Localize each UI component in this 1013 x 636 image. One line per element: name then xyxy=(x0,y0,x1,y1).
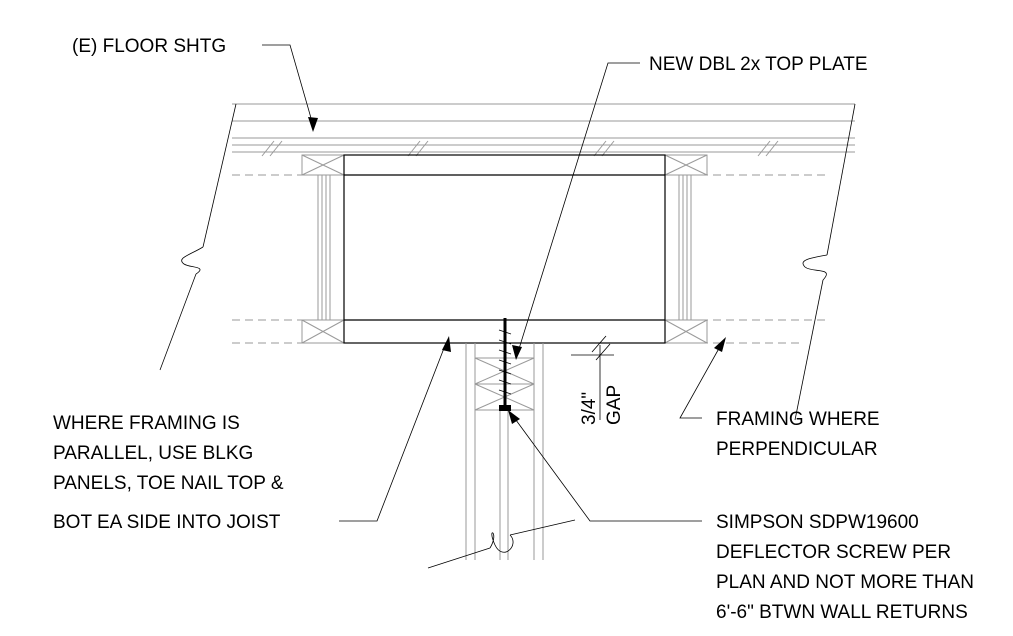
floor-sheathing xyxy=(232,103,855,157)
top-plate-label: NEW DBL 2x TOP PLATE xyxy=(649,54,868,75)
svg-text:SIMPSON SDPW19600: SIMPSON SDPW19600 xyxy=(716,512,919,533)
blocking-left xyxy=(301,154,345,344)
joist-section xyxy=(343,154,666,344)
svg-text:PANELS, TOE NAIL TOP &: PANELS, TOE NAIL TOP & xyxy=(53,473,284,494)
svg-text:DEFLECTOR SCREW PER: DEFLECTOR SCREW PER xyxy=(716,542,951,563)
svg-text:PERPENDICULAR: PERPENDICULAR xyxy=(716,439,878,460)
break-line-right xyxy=(794,103,856,421)
svg-text:6'-6" BTWN WALL RETURNS: 6'-6" BTWN WALL RETURNS xyxy=(716,602,968,623)
gap-dimension xyxy=(571,335,614,420)
floor-sheathing-label: (E) FLOOR SHTG xyxy=(72,36,226,57)
svg-text:PLAN AND NOT MORE THAN: PLAN AND NOT MORE THAN xyxy=(716,572,974,593)
parallel-framing-note: WHERE FRAMING IS PARALLEL, USE BLKG PANE… xyxy=(53,413,284,533)
deflector-screw xyxy=(498,318,512,411)
blocking-right xyxy=(664,154,708,344)
svg-text:FRAMING WHERE: FRAMING WHERE xyxy=(716,409,880,430)
svg-text:WHERE FRAMING IS: WHERE FRAMING IS xyxy=(53,413,240,434)
break-line-left xyxy=(159,103,237,371)
gap-dimension-label: GAP xyxy=(604,385,625,425)
deflector-screw-note: SIMPSON SDPW19600 DEFLECTOR SCREW PER PL… xyxy=(716,512,974,623)
gap-dimension-value: 3/4" xyxy=(579,392,600,425)
perpendicular-framing-note: FRAMING WHERE PERPENDICULAR xyxy=(716,409,880,460)
svg-text:BOT EA SIDE INTO JOIST: BOT EA SIDE INTO JOIST xyxy=(53,512,281,533)
gap-note: 3/4" GAP xyxy=(579,385,625,425)
leader-lines xyxy=(262,44,726,522)
svg-text:PARALLEL, USE BLKG: PARALLEL, USE BLKG xyxy=(53,443,253,464)
stud-wall xyxy=(427,343,576,569)
